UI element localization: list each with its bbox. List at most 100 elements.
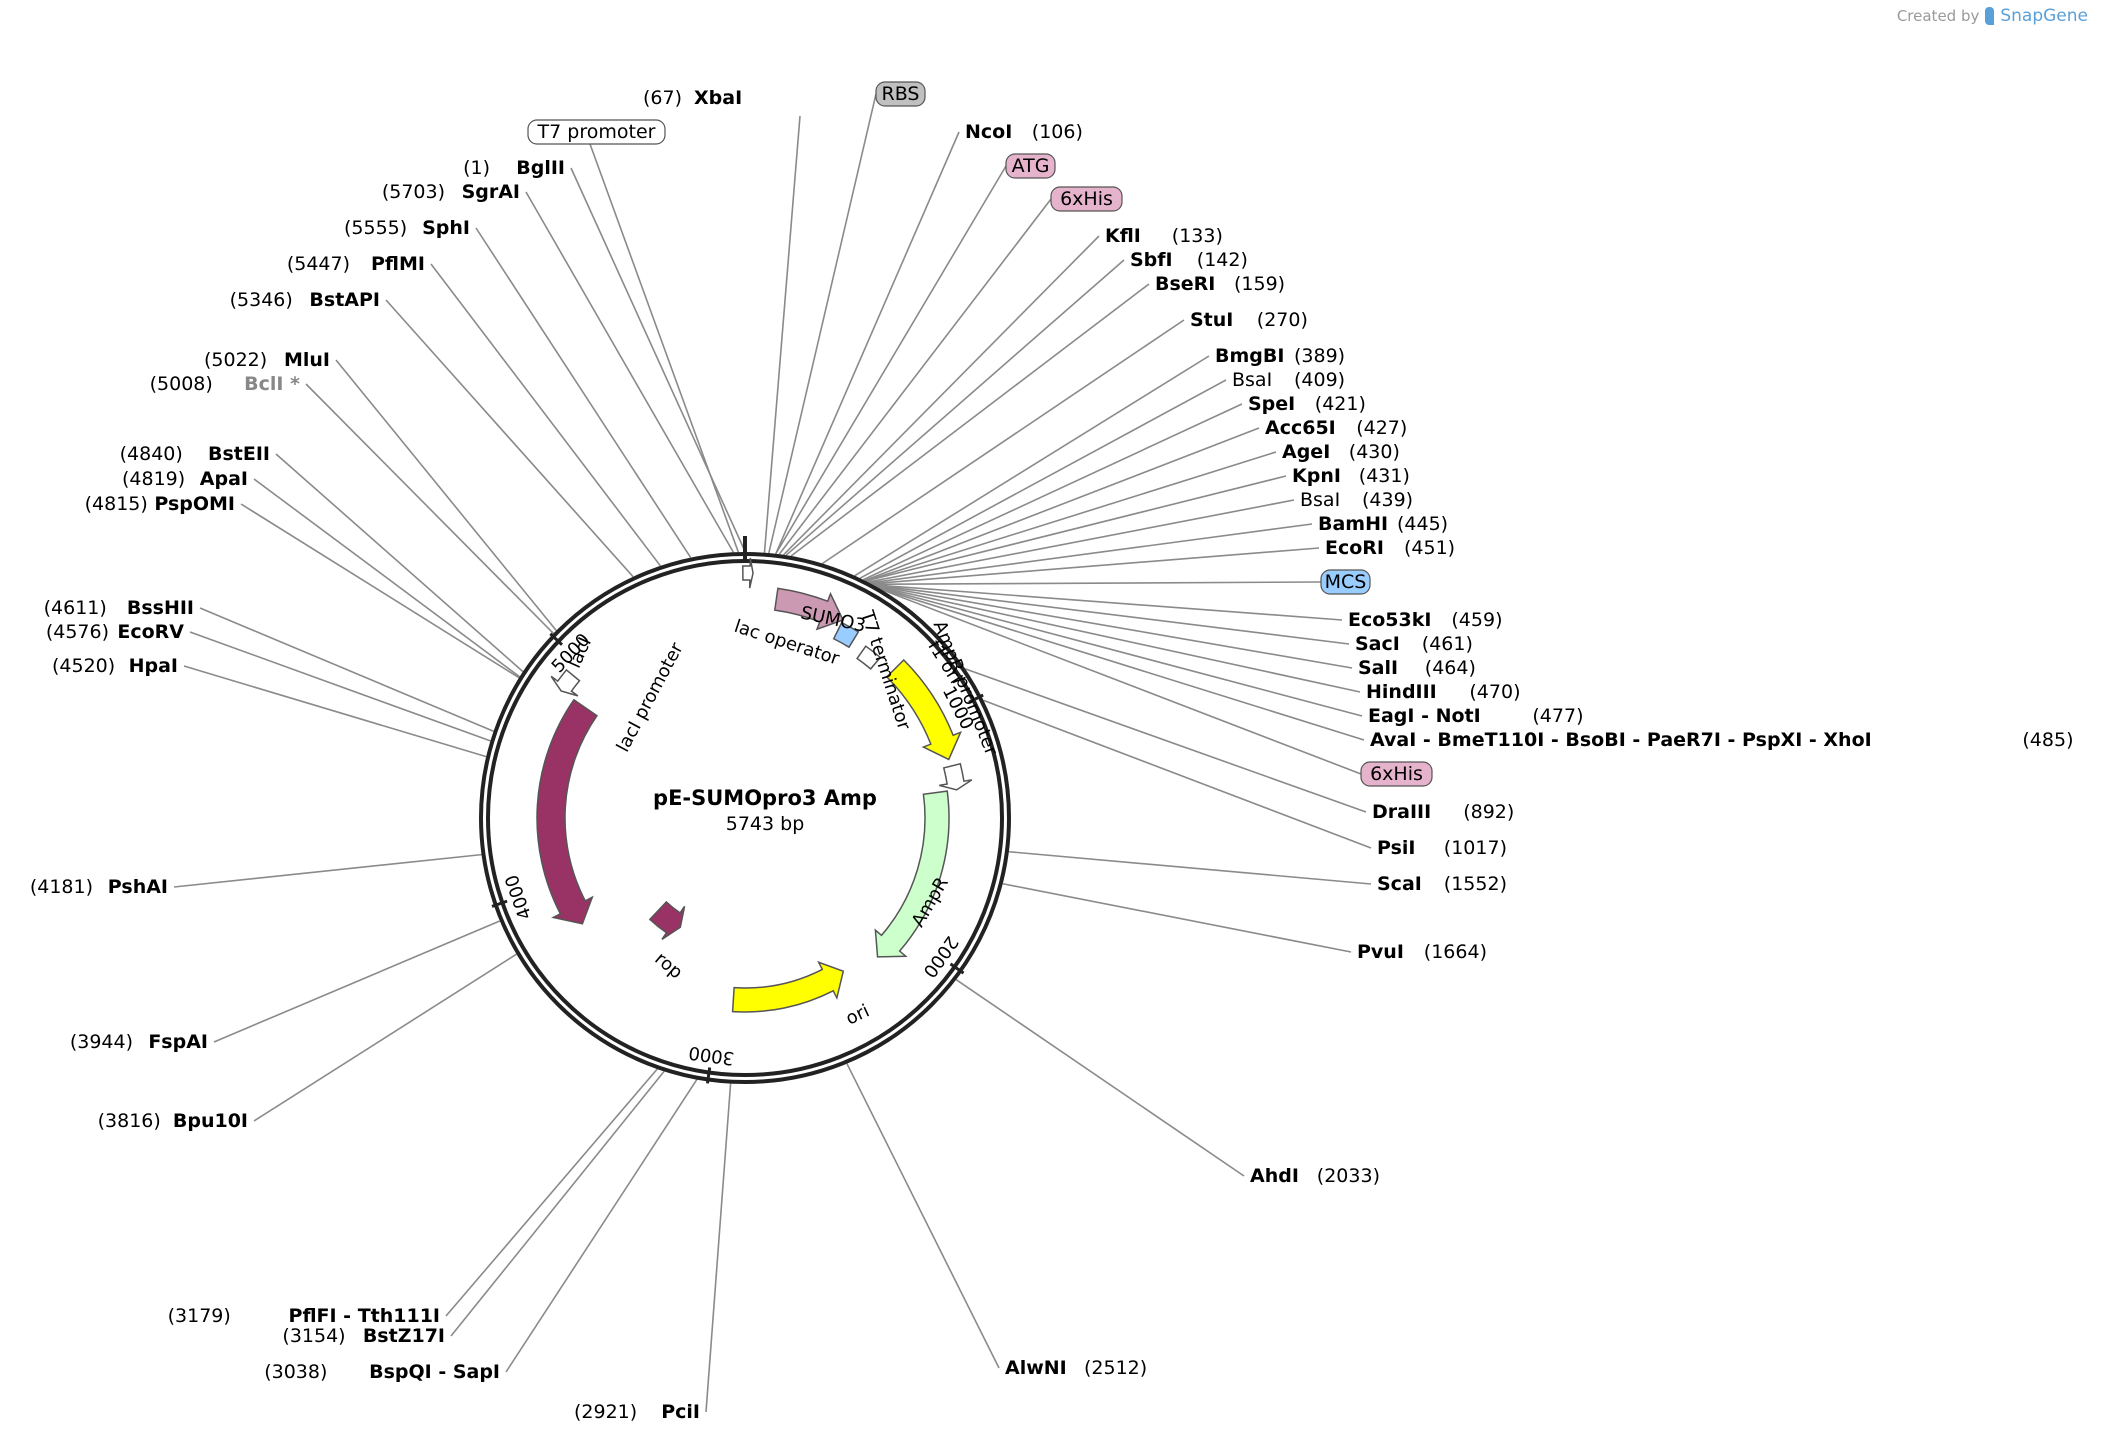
- site-label-fspai-5: FspAI: [148, 1031, 208, 1053]
- leader-line: [768, 93, 877, 554]
- site-label-ncoi-2-pos: (106): [1032, 121, 1083, 143]
- feature-tag-pill: [1320, 569, 1371, 595]
- backbone-inner-circle: [486, 559, 1004, 1077]
- leader-line: [983, 699, 1372, 849]
- site-label-bstapi-15: BstAPI: [309, 289, 380, 311]
- feature-mcs: [832, 621, 860, 649]
- leader-line: [183, 665, 487, 758]
- site-label-sbfi-6: SbfI: [1130, 249, 1173, 271]
- leader-line: [785, 259, 1125, 556]
- leader-line: [874, 584, 1353, 669]
- site-label-fspai-5-pos: (3944): [70, 1031, 133, 1053]
- site-label-sbfi-6-pos: (142): [1197, 249, 1248, 271]
- site-label-agei-13: AgeI: [1282, 441, 1330, 463]
- leader-line: [275, 453, 524, 673]
- feature-lac-operator: [742, 557, 754, 589]
- site-label-saci-20-pos: (461): [1422, 633, 1473, 655]
- site-label-avai-bmet110i-bsobi-paer7i-pspxi-xhoi-24: AvaI - BmeT110I - BsoBI - PaeR7I - PspXI…: [1370, 729, 1872, 751]
- site-label-bsteii-12: BstEII: [208, 443, 270, 465]
- site-label-saci-20: SacI: [1355, 633, 1400, 655]
- site-label-ecori-17-pos: (451): [1404, 537, 1455, 559]
- site-label-kfli-5: KflI: [1105, 225, 1141, 247]
- site-label-pshai-6: PshAI: [108, 876, 168, 898]
- site-label-ahdi-30: AhdI: [1250, 1165, 1299, 1187]
- site-label-bsai-10-pos: (409): [1294, 369, 1345, 391]
- site-label-xbai-0-pos: (67): [643, 87, 682, 109]
- site-label-eco53ki-19-pos: (459): [1451, 609, 1502, 631]
- leader-line: [778, 198, 1052, 555]
- leader-line: [475, 227, 692, 559]
- leader-line: [865, 451, 1277, 582]
- site-label-alwni-31-pos: (2512): [1084, 1357, 1147, 1379]
- site-label-bsshii-9-pos: (4611): [44, 597, 107, 619]
- leader-line: [253, 953, 517, 1122]
- leader-line: [783, 235, 1100, 556]
- site-label-xbai-0: XbaI: [694, 87, 742, 109]
- leader-line: [854, 355, 1210, 577]
- leader-line: [846, 1063, 1000, 1369]
- leader-lines: [173, 93, 1372, 1413]
- site-label-alwni-31: AlwNI: [1005, 1357, 1067, 1379]
- site-label-bcli--13: BclI *: [244, 373, 300, 395]
- feature-laci-promoter: [550, 668, 581, 697]
- site-label-pspomi-10-pos: (4815): [85, 493, 148, 515]
- plasmid-center-label: pE-SUMOpro3 Amp 5743 bp: [653, 786, 877, 835]
- site-label-bstz17i-2-pos: (3154): [282, 1325, 345, 1347]
- site-label-bamhi-16-pos: (445): [1397, 513, 1448, 535]
- feature-label-laci-promoter: lacI promoter: [613, 639, 688, 756]
- site-label-ecori-17: EcoRI: [1325, 537, 1384, 559]
- site-label-sali-21: SalI: [1358, 657, 1398, 679]
- feature-ampr: [874, 790, 950, 958]
- feature-laci: [536, 698, 598, 925]
- feature-tag-text: ATG: [1012, 155, 1050, 177]
- leader-line: [1008, 850, 1372, 885]
- site-label-bamhi-16: BamHI: [1318, 513, 1388, 535]
- leader-line: [864, 427, 1260, 582]
- leader-line: [505, 1079, 698, 1373]
- site-label-hpai-7-pos: (4520): [52, 655, 115, 677]
- leader-line: [879, 587, 1365, 741]
- leader-line: [877, 586, 1363, 717]
- snapgene-credit: Created by SnapGene: [1897, 6, 2088, 26]
- site-label-pflmi-16: PflMI: [371, 253, 425, 275]
- site-label-pshai-6-pos: (4181): [30, 876, 93, 898]
- leader-line: [253, 478, 521, 678]
- site-label-mcs-18: MCS: [1320, 569, 1371, 595]
- site-label-bstapi-15-pos: (5346): [230, 289, 293, 311]
- leader-line: [570, 167, 747, 553]
- feature-f1-ori: [885, 658, 963, 761]
- feature-tag-text: 6xHis: [1060, 188, 1113, 210]
- site-label-mlui-14: MluI: [284, 349, 330, 371]
- site-label-psii-27: PsiI: [1377, 837, 1415, 859]
- leader-line: [965, 668, 1367, 813]
- site-label-bmgbi-9-pos: (389): [1294, 345, 1345, 367]
- feature-ori: [731, 960, 845, 1013]
- site-label-ncoi-2: NcoI: [965, 121, 1012, 143]
- tick-mark-3000: [705, 1067, 712, 1084]
- site-label-pcii-0: PciI: [661, 1401, 700, 1423]
- site-label-hindiii-22-pos: (470): [1469, 681, 1520, 703]
- feature-sumo3: [773, 587, 845, 631]
- feature-tag-text: 6xHis: [1370, 763, 1423, 785]
- site-label-bpu10i-4: Bpu10I: [173, 1110, 248, 1132]
- site-label-sali-21-pos: (464): [1425, 657, 1476, 679]
- leader-line: [880, 588, 1362, 775]
- leader-line: [305, 383, 554, 635]
- site-label-bpu10i-4-pos: (3816): [98, 1110, 161, 1132]
- site-label-pvui-29: PvuI: [1357, 941, 1404, 963]
- site-label-spei-11: SpeI: [1248, 393, 1295, 415]
- site-label-t7-promoter-20: T7 promoter: [527, 119, 666, 145]
- leader-line: [589, 143, 740, 553]
- site-label-bsai-15: BsaI: [1300, 489, 1340, 511]
- leader-line: [875, 585, 1361, 693]
- leader-line: [199, 607, 494, 732]
- site-label-bspqi-sapi-1: BspQI - SapI: [369, 1361, 500, 1383]
- site-label-spei-11-pos: (421): [1315, 393, 1366, 415]
- site-label-bseri-7-pos: (159): [1234, 273, 1285, 295]
- site-label-psii-27-pos: (1017): [1444, 837, 1507, 859]
- site-label-hindiii-22: HindIII: [1366, 681, 1437, 703]
- site-label-bseri-7: BseRI: [1155, 273, 1215, 295]
- site-label-sgrai-18-pos: (5703): [382, 181, 445, 203]
- feature-t7-terminator: [856, 645, 882, 670]
- site-label-bsshii-9: BssHII: [127, 597, 194, 619]
